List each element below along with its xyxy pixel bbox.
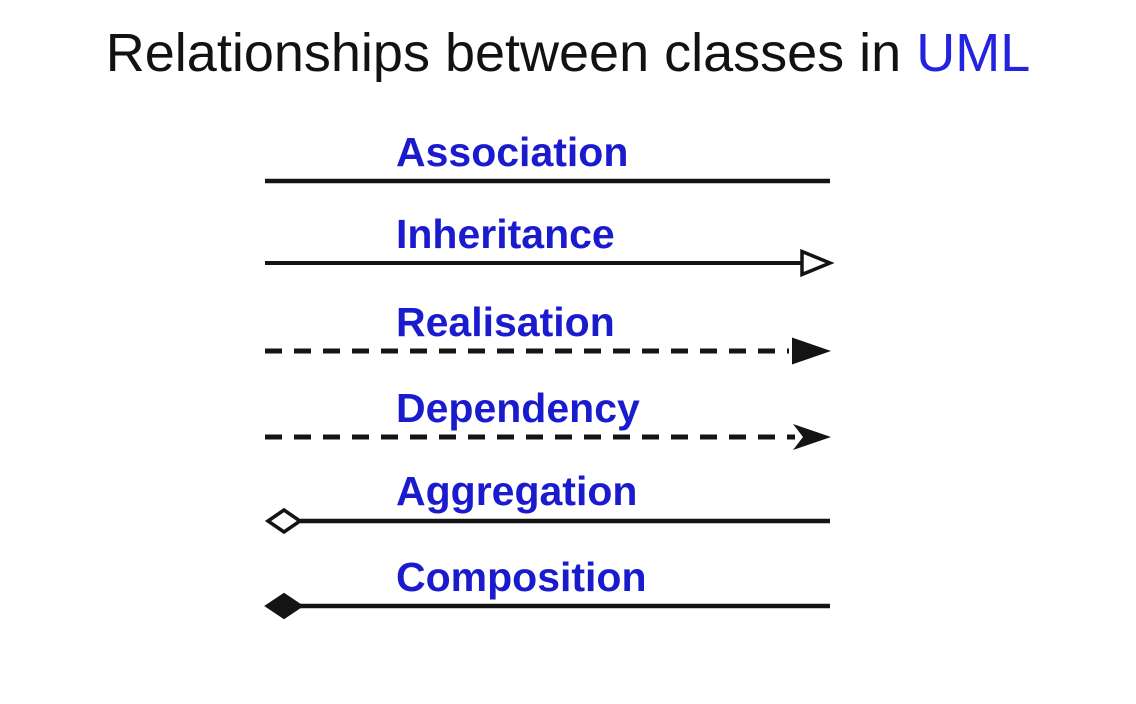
page-title-highlight: UML [916,23,1031,83]
plain-line-icon [265,178,830,184]
realisation-label: Realisation [396,299,615,345]
dependency-line [259,413,839,461]
page-title-text: Relationships between classes in [105,23,917,83]
aggregation-line [259,497,839,545]
inheritance-label: Inheritance [396,211,615,257]
aggregation-label: Aggregation [396,468,638,514]
dashed-stealth-arrow-icon [265,424,831,450]
dependency-label: Dependency [396,385,640,431]
inheritance-line [259,239,839,287]
association-label: Association [396,129,629,175]
hollow-triangle-arrow-icon [265,248,835,278]
composition-label: Composition [396,554,647,600]
realisation-line [259,327,839,375]
composition-line [259,582,839,630]
page-title: Relationships between classes in UML [0,22,1136,84]
filled-diamond-line-icon [264,592,830,620]
hollow-diamond-line-icon [264,507,830,534]
dashed-filled-triangle-arrow-icon [265,337,831,365]
association-line [259,157,839,205]
